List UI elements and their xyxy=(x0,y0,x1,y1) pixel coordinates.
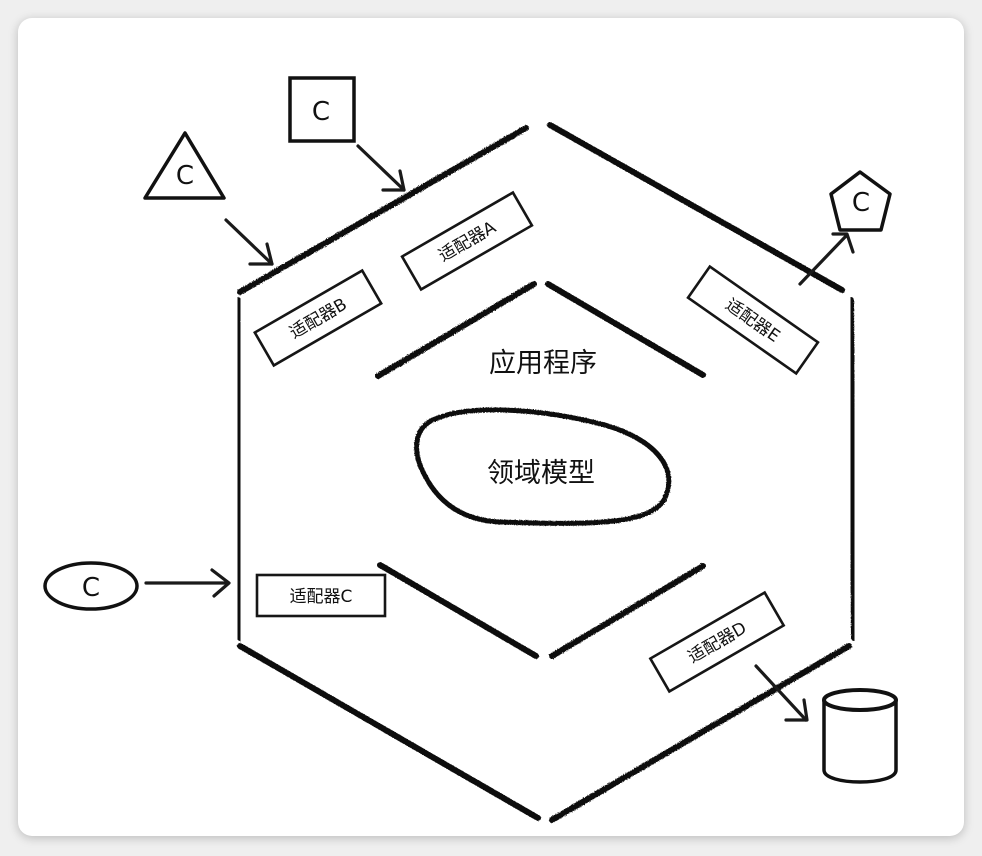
client-ellipse[interactable]: C xyxy=(43,561,139,611)
domain-model-label: 领域模型 xyxy=(487,458,595,489)
adapter-a[interactable]: 适配器A xyxy=(400,190,534,292)
client-pentagon[interactable]: C xyxy=(829,170,892,232)
storage-cylinder-icon[interactable] xyxy=(822,688,898,784)
adapter-c-label: 适配器C xyxy=(290,587,353,607)
adapter-b[interactable]: 适配器B xyxy=(253,268,383,368)
inner-hexagon xyxy=(374,281,710,659)
arrow-adapter-d-to-storage xyxy=(754,664,809,722)
arrow-square-to-adapter-a xyxy=(356,144,406,192)
domain-model-blob xyxy=(414,407,672,526)
client-pentagon-label: C xyxy=(852,188,870,218)
adapter-e[interactable]: 适配器E xyxy=(686,264,820,376)
arrow-ellipse-to-adapter-c xyxy=(144,568,231,598)
client-ellipse-label: C xyxy=(82,573,100,603)
arrow-adapter-e-to-pentagon xyxy=(798,232,855,286)
domain-model: 领域模型 xyxy=(414,407,672,526)
client-triangle-label: C xyxy=(176,161,194,191)
client-triangle[interactable]: C xyxy=(143,131,226,200)
client-square-label: C xyxy=(312,97,330,127)
arrow-triangle-to-adapter-b xyxy=(224,218,274,266)
adapter-c[interactable]: 适配器C xyxy=(255,573,387,618)
outer-hexagon xyxy=(235,122,857,823)
client-square[interactable]: C xyxy=(288,76,356,143)
application-label: 应用程序 xyxy=(489,348,597,379)
